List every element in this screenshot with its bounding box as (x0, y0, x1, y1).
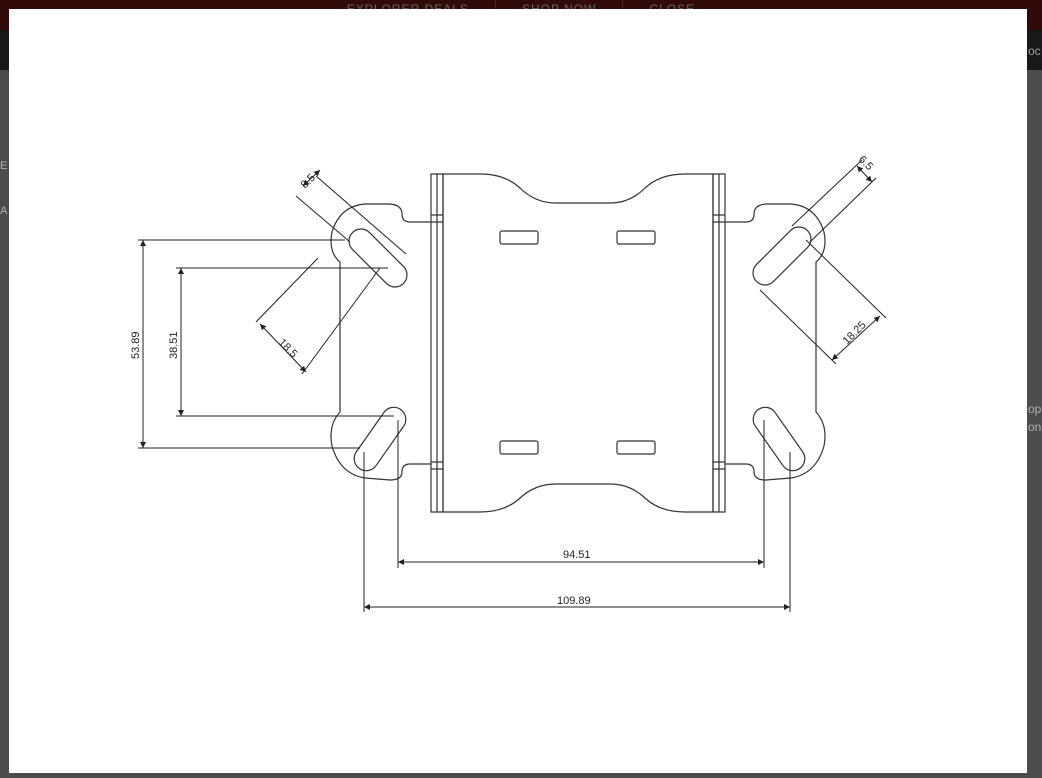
left-slot-bottom (353, 406, 407, 472)
center-slot (616, 440, 656, 455)
left-bracket-outline (330, 203, 432, 481)
dim-inner-vertical: 38.51 (168, 331, 180, 359)
dim-slot-width-right: 6.5 (856, 154, 875, 173)
right-slot-top (752, 226, 812, 286)
dim-outer-vertical: 53.89 (130, 331, 142, 359)
background-right-line-2: on (1028, 420, 1042, 434)
right-bracket-outline (724, 203, 826, 481)
mounting-plate-drawing: 8.5 18.5 53.89 38.51 94.51 109.89 6.5 18… (130, 154, 887, 612)
nav-right-fragment: oc (1028, 44, 1041, 58)
background-left-text-2: AC (0, 205, 8, 217)
right-slot-bottom (752, 406, 806, 472)
center-slot (616, 230, 656, 245)
image-lightbox: 8.5 18.5 53.89 38.51 94.51 109.89 6.5 18… (9, 9, 1027, 773)
left-rail (430, 173, 444, 513)
dim-inner-horizontal: 94.51 (563, 549, 591, 561)
background-right-text: op on (1028, 400, 1042, 436)
center-slot (499, 440, 539, 455)
left-slot-top (348, 228, 408, 288)
background-right-line-1: op (1028, 402, 1042, 416)
right-rail (712, 173, 726, 513)
dim-slot-length-left: 18.5 (276, 337, 300, 361)
background-left-text: EL (0, 160, 8, 172)
center-slot (499, 230, 539, 245)
dim-outer-horizontal: 109.89 (557, 595, 591, 607)
dim-slot-length-right: 18.25 (841, 319, 869, 347)
center-plate-outline (442, 173, 714, 513)
